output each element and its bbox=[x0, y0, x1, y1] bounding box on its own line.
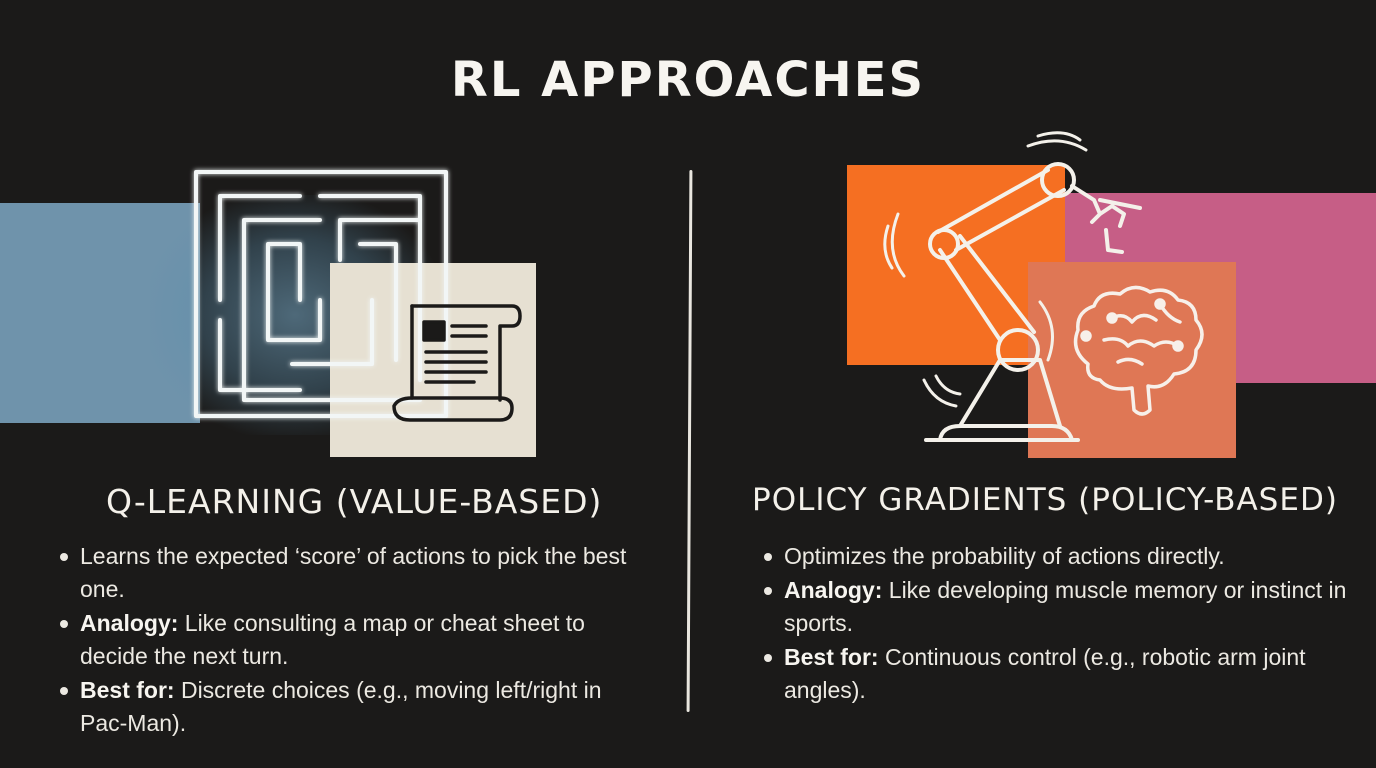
page-title: RL APPROACHES bbox=[450, 52, 926, 108]
brain-icon bbox=[1073, 285, 1204, 416]
left-bullet-list: Learns the expected ‘score’ of actions t… bbox=[58, 540, 638, 741]
scroll-icon bbox=[392, 304, 522, 422]
list-item: Learns the expected ‘score’ of actions t… bbox=[58, 540, 638, 606]
robotic-arm-icon bbox=[883, 131, 1142, 442]
right-bullet-list: Optimizes the probability of actions dir… bbox=[762, 540, 1352, 708]
list-item: Best for: Continuous control (e.g., robo… bbox=[762, 641, 1352, 707]
list-item: Analogy: Like consulting a map or cheat … bbox=[58, 607, 638, 673]
list-item: Optimizes the probability of actions dir… bbox=[762, 540, 1352, 573]
list-item: Best for: Discrete choices (e.g., moving… bbox=[58, 674, 638, 740]
maze-icon bbox=[194, 170, 448, 418]
list-item: Analogy: Like developing muscle memory o… bbox=[762, 574, 1352, 640]
left-column-heading: Q-LEARNING (VALUE-BASED) bbox=[106, 482, 603, 521]
right-column-heading: POLICY GRADIENTS (POLICY-BASED) bbox=[752, 482, 1338, 518]
